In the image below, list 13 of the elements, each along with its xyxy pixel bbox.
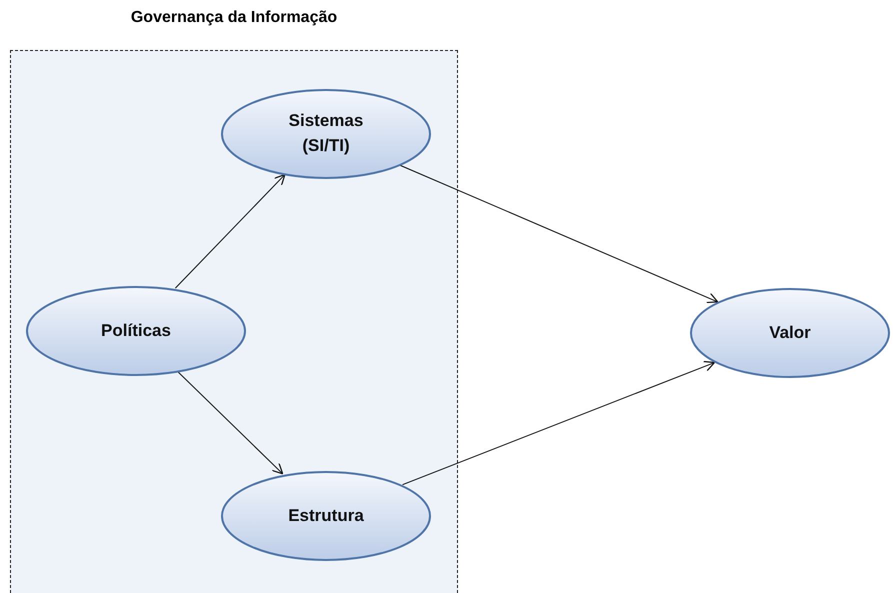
ellipse-node	[690, 288, 890, 378]
ellipse-node	[221, 89, 431, 179]
arrow	[174, 174, 286, 289]
arrow	[177, 370, 284, 474]
node-label: Sistemas (SI/TI)	[288, 110, 364, 157]
ellipse-node	[26, 286, 246, 376]
node-label: Políticas	[101, 320, 171, 342]
arrow	[402, 360, 716, 486]
group-heading: Governança da Informação	[130, 9, 338, 27]
ellipse-node	[221, 471, 431, 561]
node-label: Estrutura	[288, 504, 364, 527]
arrow	[398, 164, 718, 304]
node-label: Valor	[769, 322, 811, 344]
